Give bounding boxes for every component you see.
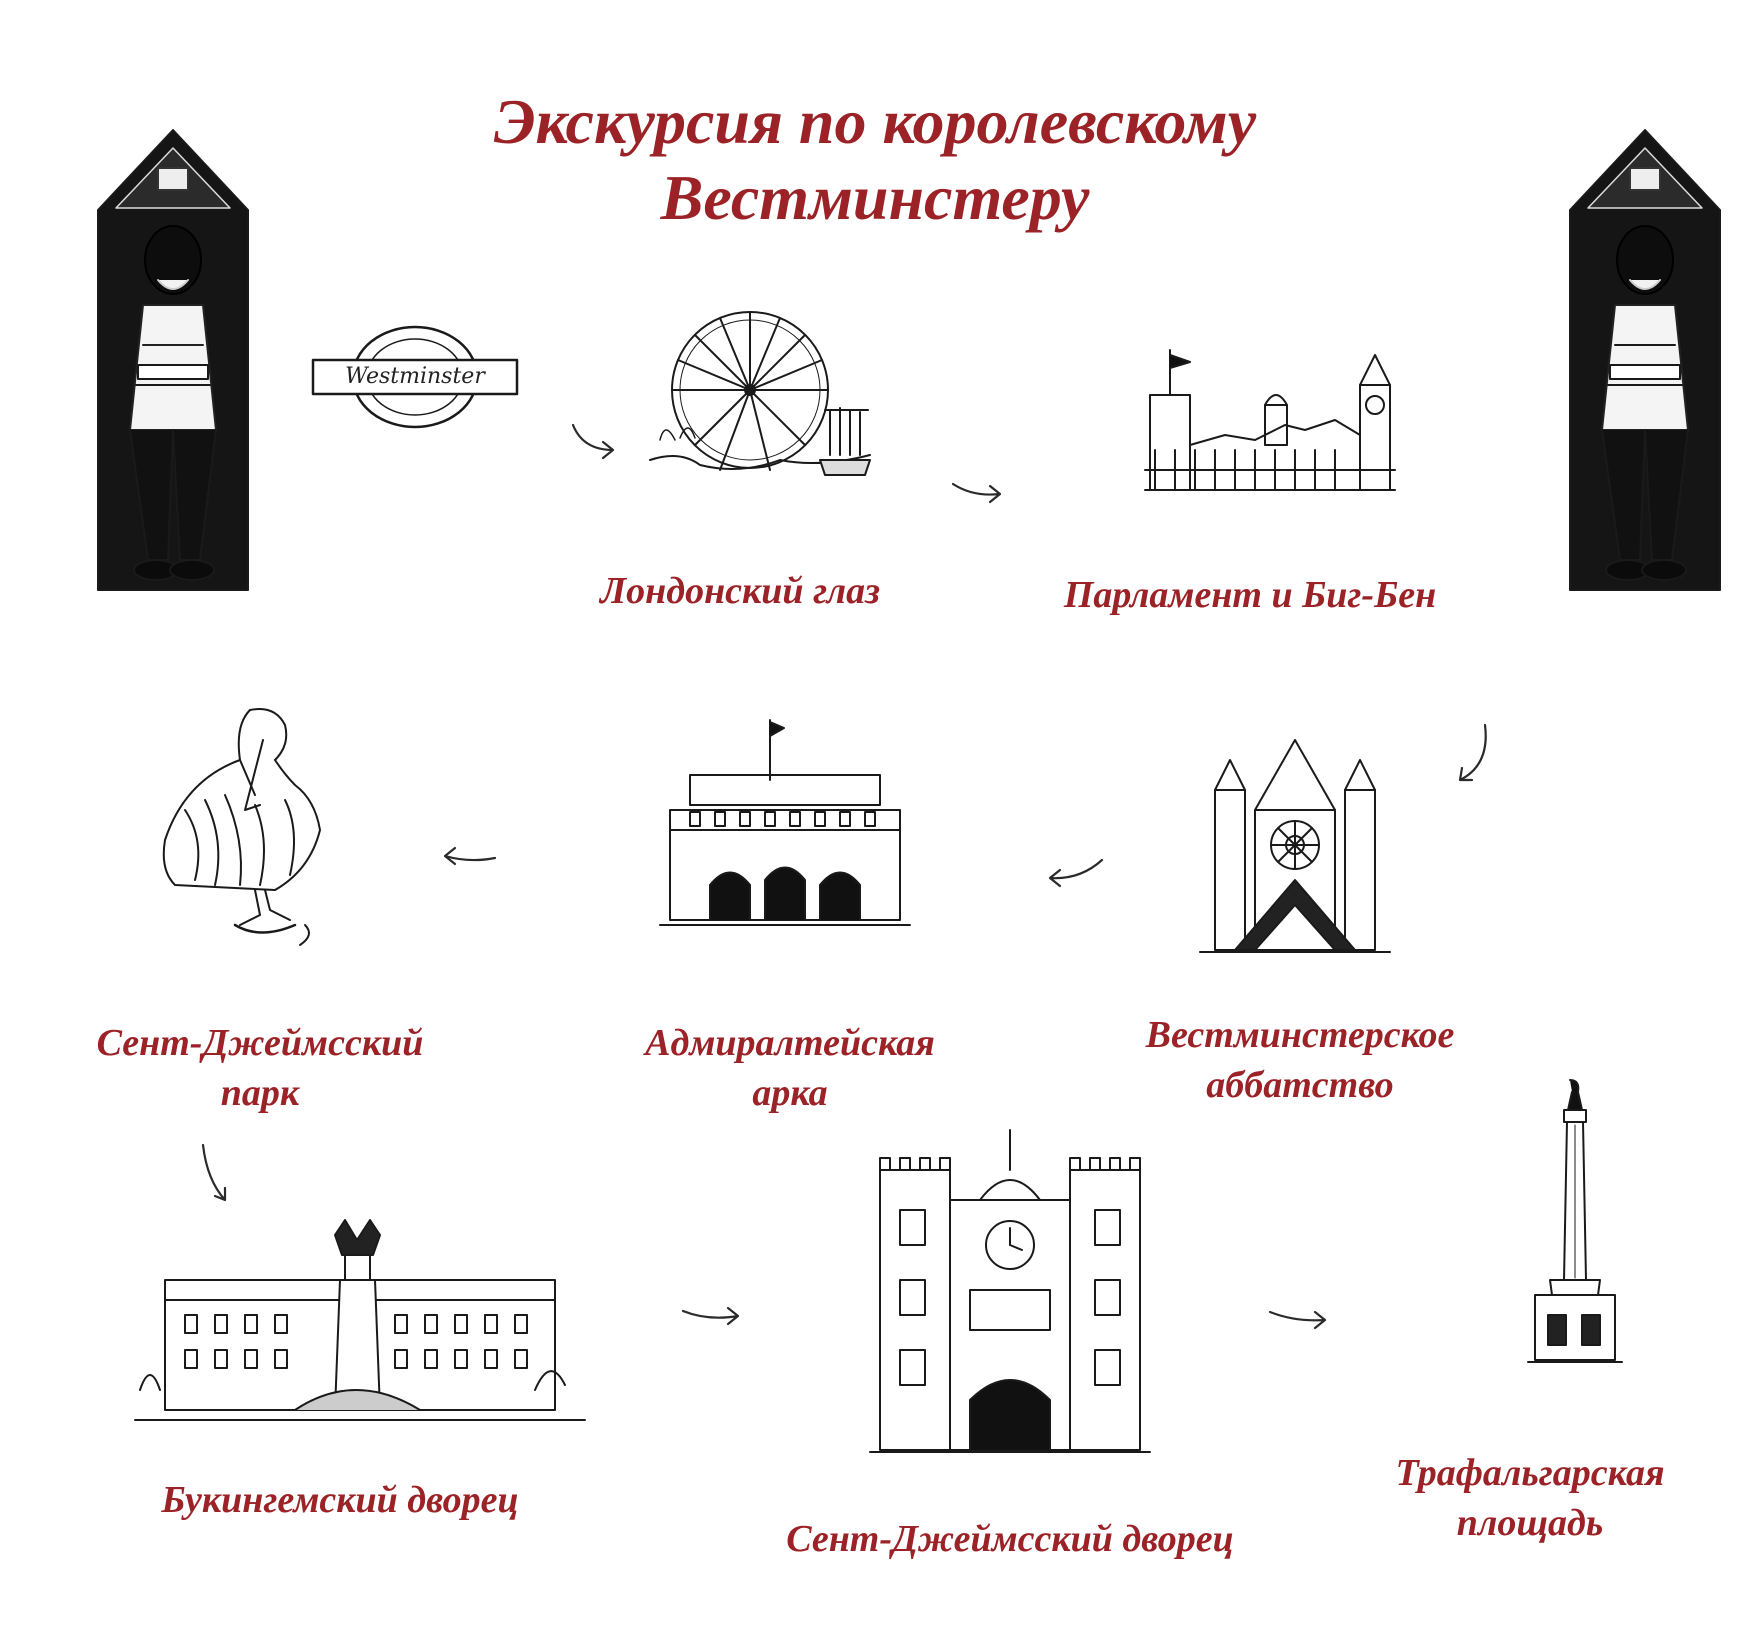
arrow-parliament-to-abbey	[1458, 723, 1487, 782]
westminster-abbey-sketch	[1199, 739, 1391, 953]
title-line-2: Вестминстеру	[660, 162, 1090, 233]
parliament-sketch	[1144, 349, 1396, 491]
label-parliament-big-ben: Парламент и Биг-Бен	[1063, 574, 1437, 616]
arrow-park-to-palace	[201, 1143, 227, 1202]
label-admiralty-arch: Адмиралтейская арка	[645, 1022, 935, 1114]
underground-sign: Westminster	[305, 322, 525, 432]
arrow-palace-to-stjames	[681, 1306, 740, 1326]
arrow-stjames-to-trafalgar	[1268, 1310, 1327, 1330]
label-st-james-park: Сент-Джеймсский парк	[96, 1022, 424, 1114]
title-line-1: Экскурсия по королевскому	[493, 86, 1257, 157]
admiralty-arch-sketch	[659, 719, 911, 926]
nelsons-column-sketch	[1527, 1079, 1623, 1363]
guard-sentry-box-right	[1569, 129, 1721, 591]
roundel-icon	[311, 325, 519, 429]
arrow-eye-to-parliament	[951, 482, 1002, 504]
arrow-sign-to-eye	[571, 423, 615, 460]
arrow-arch-to-park	[443, 846, 497, 866]
label-westminster-abbey: Вестминстерское аббатство	[1145, 1014, 1455, 1106]
label-buckingham-palace: Букингемский дворец	[161, 1479, 519, 1521]
london-eye-sketch	[649, 311, 871, 476]
label-st-james-palace: Сент-Джеймсский дворец	[786, 1518, 1234, 1560]
label-trafalgar-square: Трафальгарская площадь	[1395, 1452, 1665, 1544]
pelican-sketch	[162, 708, 321, 946]
guard-sentry-box-left	[97, 129, 249, 591]
st-james-palace-sketch	[869, 1129, 1151, 1453]
sign-text: Westminster	[345, 364, 485, 389]
page-title: Экскурсия по королевскому Вестминстеру	[0, 84, 1750, 236]
buckingham-palace-sketch	[134, 1219, 586, 1421]
arrow-abbey-to-arch	[1048, 858, 1104, 888]
label-london-eye: Лондонский глаз	[600, 570, 880, 612]
